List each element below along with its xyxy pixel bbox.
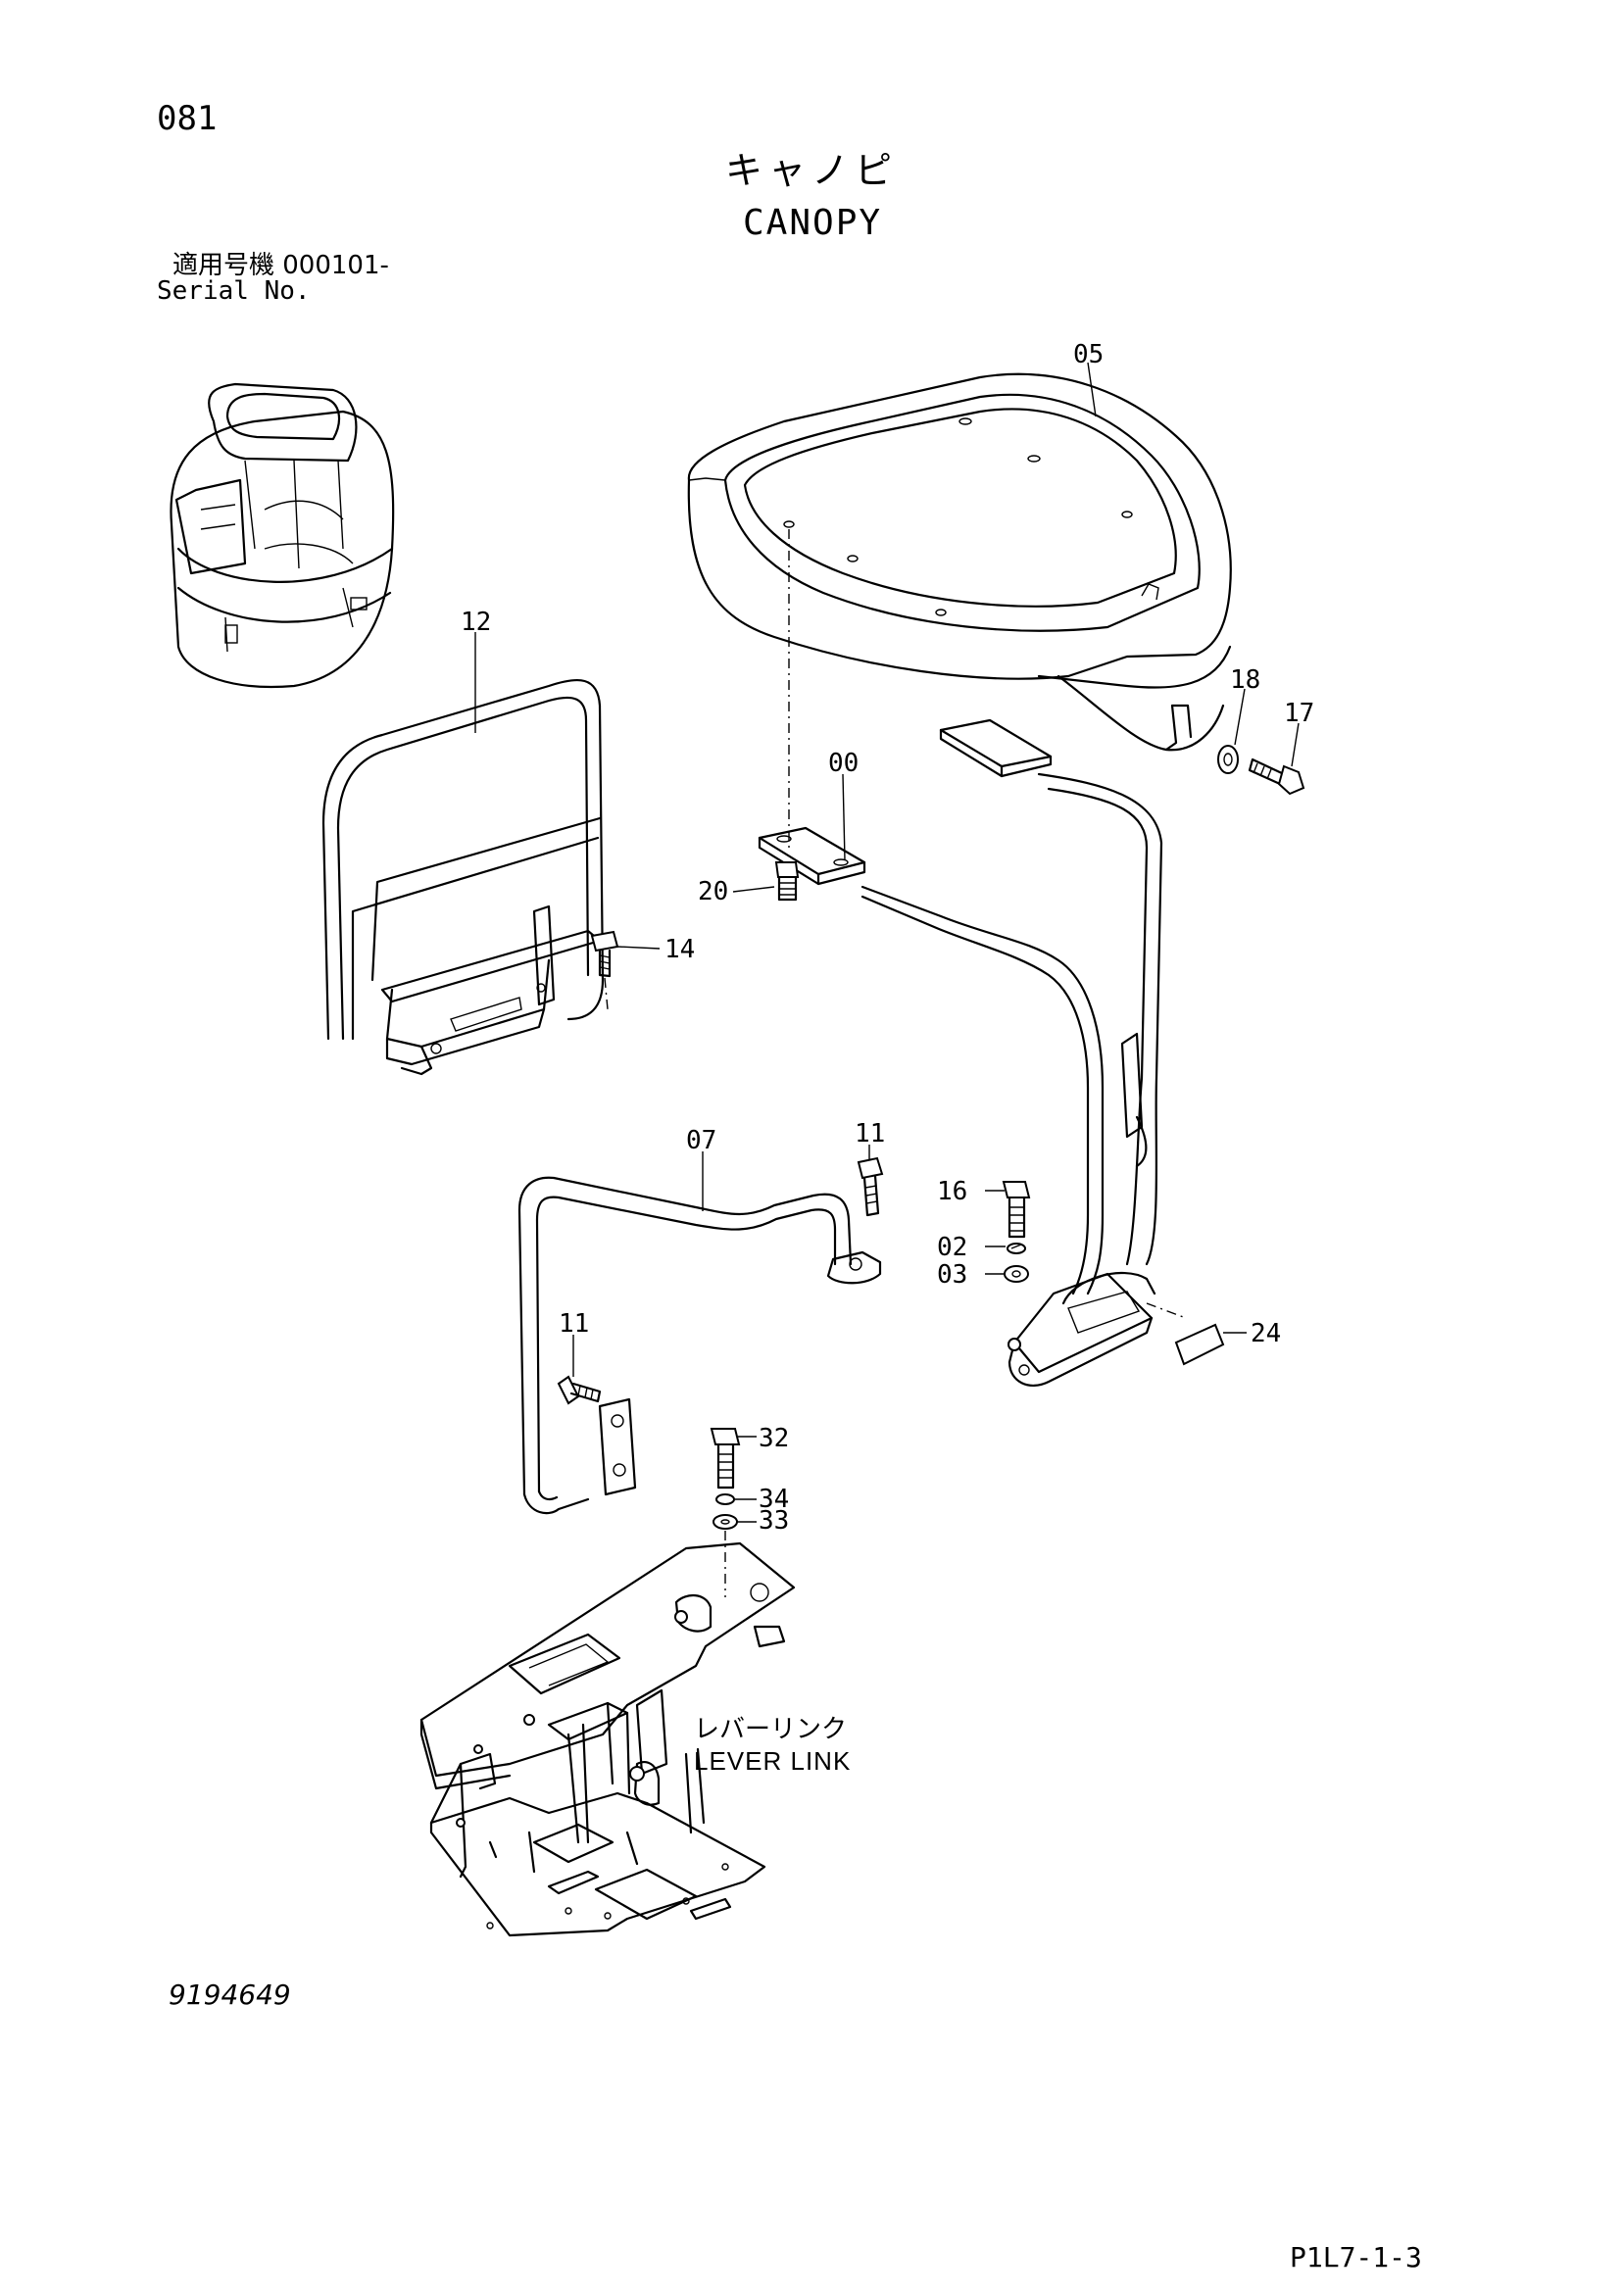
floor-plate-assembly [419, 1541, 796, 1937]
label-plate-24 [1174, 1323, 1225, 1366]
bolt-14 [590, 930, 619, 1010]
callout-11-upper: 11 [855, 1119, 885, 1148]
page-code: P1L7-1-3 [1290, 2241, 1422, 2273]
callout-24: 24 [1251, 1319, 1281, 1348]
washer-02 [1007, 1243, 1026, 1254]
serial-label-english: Serial No. [157, 276, 311, 306]
leader-lines [474, 362, 1300, 1523]
page-number: 081 [157, 99, 218, 138]
lever-link-label-japanese: レバーリンク [694, 1715, 848, 1744]
callout-05: 05 [1073, 340, 1104, 369]
callout-11-lower: 11 [559, 1309, 589, 1339]
callout-02: 02 [937, 1233, 967, 1262]
bolt-11-upper [857, 1156, 884, 1217]
bolt-32 [710, 1428, 741, 1490]
callout-33: 33 [759, 1506, 789, 1536]
bolt-16 [1002, 1181, 1031, 1239]
machine-overview-illustration [170, 382, 395, 688]
callout-18: 18 [1230, 665, 1260, 695]
callout-32: 32 [759, 1424, 789, 1453]
callout-00: 00 [828, 749, 859, 778]
canopy-support-tube [860, 718, 1187, 1387]
bolt-11-lower [557, 1375, 602, 1405]
guard-frame-part [321, 678, 605, 1076]
washer-33 [713, 1514, 738, 1530]
bolt-20 [774, 861, 800, 902]
callout-34: 34 [759, 1485, 789, 1514]
callout-03: 03 [937, 1260, 967, 1290]
lever-link-label-english: LEVER LINK [694, 1746, 852, 1776]
callout-12: 12 [461, 608, 491, 637]
callout-17: 17 [1284, 699, 1314, 728]
washer-03 [1004, 1265, 1029, 1283]
callout-20: 20 [698, 877, 728, 906]
canopy-roof-part [687, 372, 1232, 752]
mount-bracket-part [758, 826, 866, 886]
bolt-17 [1248, 757, 1305, 796]
washer-18 [1217, 745, 1239, 774]
callout-16: 16 [937, 1177, 967, 1206]
washer-34 [715, 1493, 735, 1505]
guard-bar-part [517, 1176, 882, 1515]
callout-07: 07 [686, 1126, 716, 1155]
serial-label-japanese: 適用号機 000101- [172, 251, 389, 280]
callout-14: 14 [664, 935, 695, 964]
drawing-number: 9194649 [169, 1978, 291, 2011]
title-english: CANOPY [743, 203, 883, 243]
title-japanese: キャノピ [725, 149, 899, 192]
